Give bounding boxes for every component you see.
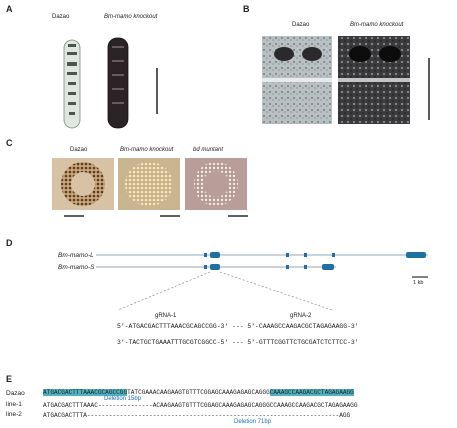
panel-a-label: A xyxy=(6,4,13,14)
deletion-15bp-label: Deletion 15bp xyxy=(104,396,142,402)
panel-c-bd-caption: bd muntant xyxy=(193,147,224,153)
seq-dazao-middle: TATCGAAACAAGAAGTGTTTCGGAGCAAAGAGAGCAGGG xyxy=(127,389,270,396)
panel-c-egg-image xyxy=(52,158,248,217)
panel-b-label: B xyxy=(243,4,250,14)
gene-label-S: Bm-mamo-S xyxy=(58,264,95,271)
grna1-label: gRNA-1 xyxy=(155,313,177,319)
panel-a-knockout-caption: Bm-mamo knockout xyxy=(104,14,158,20)
row-label-line2: line-2 xyxy=(6,411,22,418)
larva-dazao xyxy=(63,39,81,129)
panel-b-knockout-caption: Bm-mamo knockout xyxy=(350,22,404,28)
grna2-label: gRNA-2 xyxy=(290,313,312,319)
seq-line2: ATGACGACTTTA----------------------------… xyxy=(43,412,351,419)
seq-dazao: ATGACGACTTTAAACGCAGCCGGTATCGAAACAAGAAGTG… xyxy=(43,389,354,396)
panel-e-label: E xyxy=(6,374,13,384)
panel-c-label: C xyxy=(6,138,13,148)
deletion-71bp-label: Deletion 71bp xyxy=(234,419,272,425)
panel-b-dazao-caption: Dazao xyxy=(292,22,310,28)
panel-a-larvae-image xyxy=(63,37,158,129)
grna1-highlight: ATGACGACTTTAAACGCAGCCGG xyxy=(43,389,128,396)
gene-label-L: Bm-mamo-L xyxy=(58,252,94,259)
panel-b-segment-image xyxy=(262,36,430,124)
row-label-line1: line-1 xyxy=(6,401,22,408)
seq-line1: ATGACGACTTTAAAC---------------ACAAGAAGTG… xyxy=(43,402,358,409)
panel-c-knockout-caption: Bm-mamo knockout xyxy=(120,147,174,153)
panel-a-dazao-caption: Dazao xyxy=(52,14,70,20)
grna2-highlight: CAAAGCCAAGACGCTAGAGAAGG xyxy=(269,389,354,396)
panel-c-dazao-caption: Dazao xyxy=(70,147,88,153)
grna-seq-top: 5'-ATGACGACTTTAAACGCAGCCGG-3' --- 5'-CAA… xyxy=(117,323,359,330)
scale-label: 1 kb xyxy=(413,280,424,286)
panel-d-label: D xyxy=(6,238,13,248)
larva-knockout xyxy=(107,37,129,129)
row-label-dazao: Dazao xyxy=(6,390,25,397)
grna-seq-bottom: 3'-TACTGCTGAAATTTGCGTCGGCC-5' --- 5'-GTT… xyxy=(117,339,359,346)
gene-structure-diagram xyxy=(96,252,428,311)
